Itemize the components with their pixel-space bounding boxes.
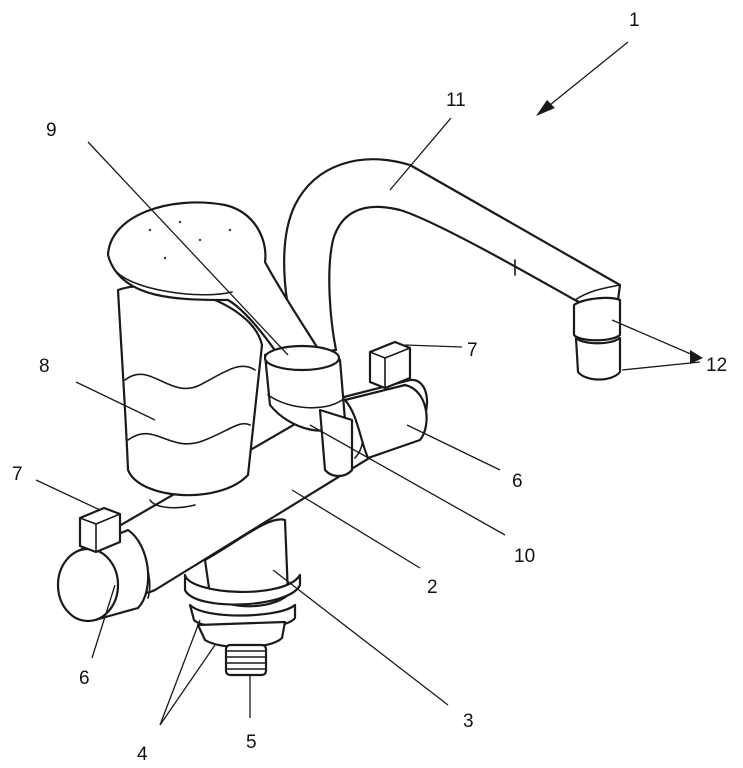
- aerator: [572, 296, 622, 381]
- reference-numerals: 1 11 9 8 7 12 7 6 10 2 6 3 5 4: [12, 10, 727, 765]
- label-8: 8: [39, 356, 50, 377]
- lock-nut: [188, 603, 297, 649]
- threaded-shank: [224, 643, 268, 677]
- knob-left: [78, 506, 122, 554]
- spout: [283, 158, 622, 357]
- knob-right: [368, 340, 412, 390]
- pillar: [183, 518, 302, 608]
- mixer-housing: [116, 284, 264, 509]
- label-1: 1: [629, 10, 640, 31]
- label-10: 10: [514, 546, 535, 567]
- end-cap-right: [343, 383, 428, 460]
- spout-socket: [263, 344, 354, 478]
- label-3: 3: [463, 711, 474, 732]
- label-12: 12: [706, 355, 727, 376]
- label-2: 2: [427, 577, 438, 598]
- label-11: 11: [446, 90, 466, 111]
- label-4: 4: [137, 744, 148, 765]
- label-7-right: 7: [467, 340, 478, 361]
- label-9: 9: [46, 120, 57, 141]
- label-5: 5: [246, 732, 257, 753]
- label-6-left: 6: [79, 668, 90, 689]
- label-7-left: 7: [12, 464, 23, 485]
- label-6-right: 6: [512, 471, 523, 492]
- leader-lines: [35, 41, 703, 726]
